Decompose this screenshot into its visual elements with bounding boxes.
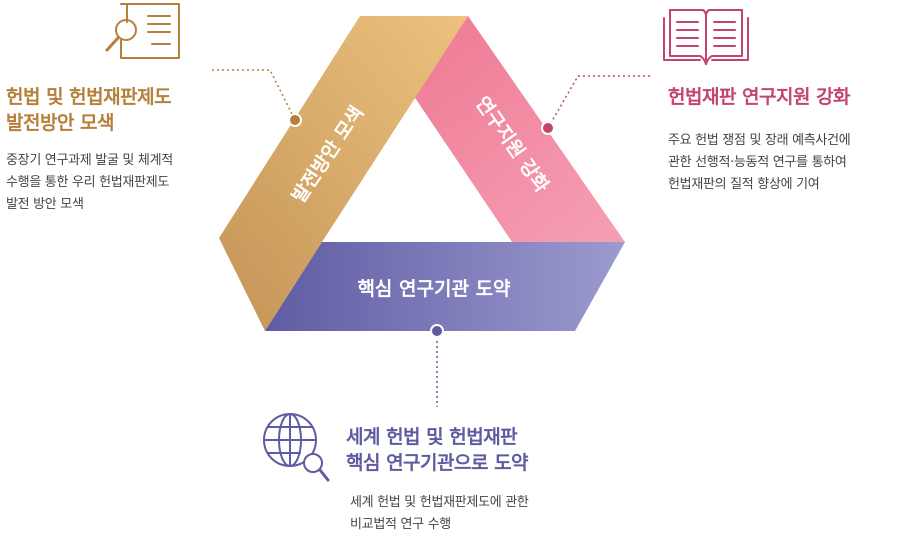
item-left-title: 헌법 및 헌법재판제도 발전방안 모색: [6, 86, 172, 134]
connector-dot-right: [541, 121, 555, 135]
band-label-bottom: 핵심 연구기관 도약: [357, 278, 511, 300]
open-book-icon: [663, 9, 749, 65]
item-bottom-desc: 세계 헌법 및 헌법재판제도에 관한 비교법적 연구 수행: [350, 495, 529, 532]
globe-search-icon: [263, 413, 330, 482]
item-right-title: 헌법재판 연구지원 강화: [668, 86, 851, 108]
item-bottom: 세계 헌법 및 헌법재판 핵심 연구기관으로 도약 세계 헌법 및 헌법재판제도…: [346, 424, 606, 536]
item-bottom-title: 세계 헌법 및 헌법재판 핵심 연구기관으로 도약: [346, 426, 529, 474]
item-left-desc: 중장기 연구과제 발굴 및 체계적 수행을 통한 우리 헌법재판제도 발전 방안…: [6, 153, 173, 212]
item-right: 헌법재판 연구지원 강화 주요 헌법 쟁점 및 장래 예측사건에 관한 선행적·…: [668, 84, 908, 196]
band-bottom: [265, 242, 625, 331]
band-left: [219, 16, 468, 331]
connector-dot-bottom: [430, 324, 444, 338]
document-search-icon: [105, 3, 180, 59]
item-right-desc: 주요 헌법 쟁점 및 장래 예측사건에 관한 선행적·능동적 연구를 통하여 헌…: [668, 133, 851, 192]
item-left: 헌법 및 헌법재판제도 발전방안 모색 중장기 연구과제 발굴 및 체계적 수행…: [6, 84, 216, 216]
connector-left: [212, 69, 296, 121]
connector-right: [547, 75, 650, 129]
connector-dot-left: [288, 113, 302, 127]
